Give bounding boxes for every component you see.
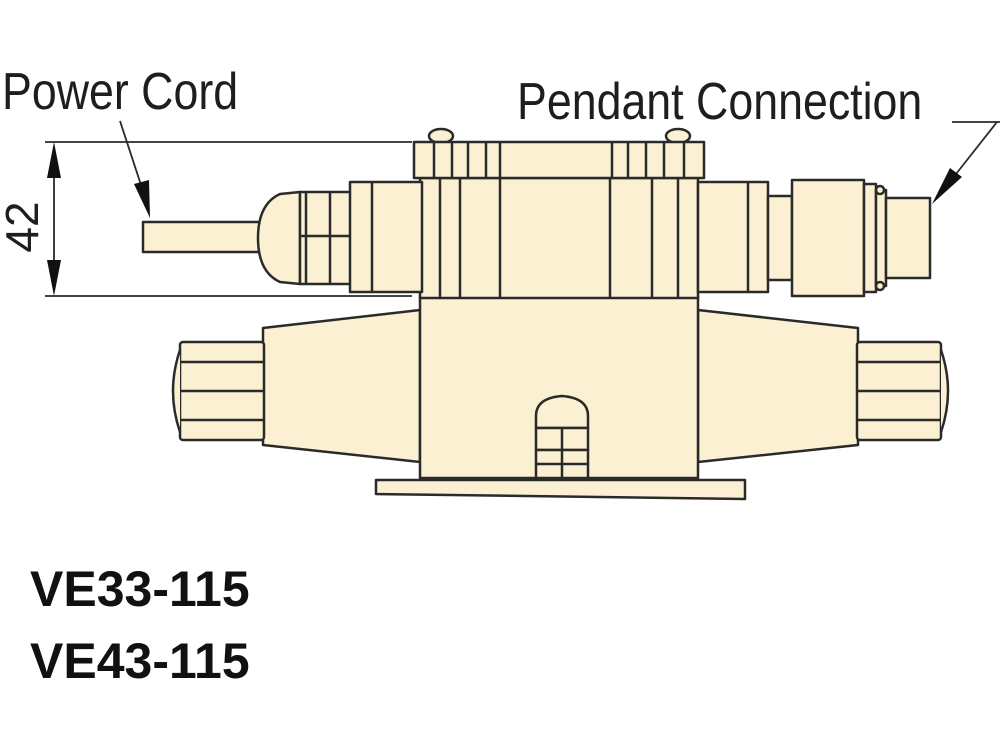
power-cord (141, 220, 267, 254)
base-plate (374, 478, 747, 501)
dimension-label: 42 (0, 201, 48, 253)
model-number: VE33-115 (30, 561, 250, 617)
left-solenoid-housing (261, 308, 422, 464)
leader-arrows (119, 120, 1000, 218)
model-number: VE43-115 (30, 633, 250, 689)
center-plug (534, 394, 590, 480)
junction-housing (412, 140, 706, 300)
pendant-connection-label: Pendant Connection (517, 73, 923, 131)
right-solenoid-housing (696, 308, 860, 464)
dimension-lines (45, 141, 412, 297)
power-cord-label: Power Cord (2, 63, 239, 121)
right-end-nut (855, 340, 950, 442)
cord-gland (256, 180, 424, 294)
left-end-nut (171, 340, 266, 442)
pendant-connector (696, 178, 932, 298)
